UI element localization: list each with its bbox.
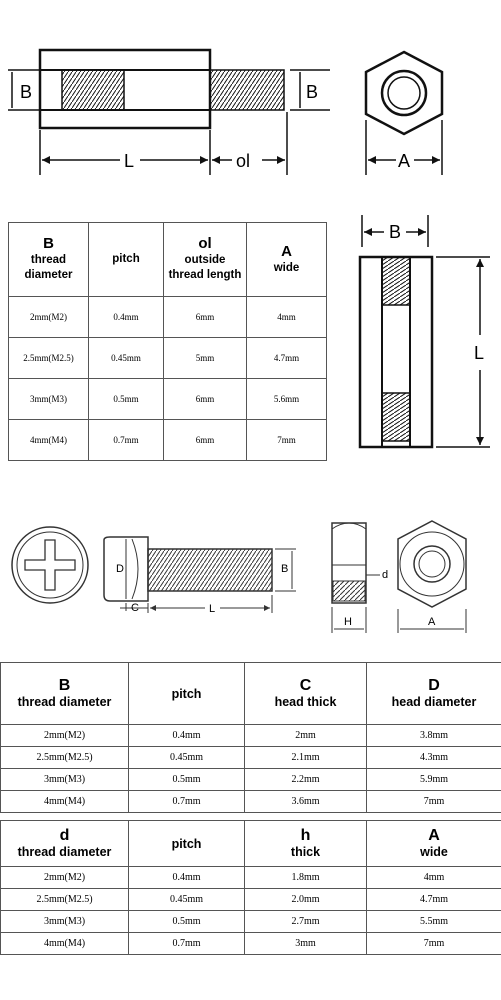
label-l: L <box>124 151 134 171</box>
hex-top-view <box>364 50 444 136</box>
label-b: B <box>389 222 401 242</box>
phillips-cross-icon <box>24 539 76 591</box>
standoff-female-diagram: B L <box>358 215 490 449</box>
internal-thread <box>61 69 125 111</box>
label-a: A <box>428 616 436 628</box>
label-b-right: B <box>306 82 318 102</box>
nut-top-view <box>397 520 467 608</box>
label-h: H <box>344 616 352 628</box>
screw-thread <box>147 548 273 592</box>
header-cell: pitch <box>88 222 164 297</box>
screw-head-side <box>103 536 149 602</box>
label-c: C <box>131 602 139 614</box>
external-thread <box>209 69 285 111</box>
label-b: B <box>281 563 288 575</box>
standoff-side-diagram: B B L ol A <box>8 48 444 175</box>
label-d-nut: d <box>382 569 388 581</box>
screw-head-top <box>11 526 89 604</box>
label-d: D <box>116 563 124 575</box>
label-ol: ol <box>236 151 250 171</box>
label-l: L <box>474 343 484 363</box>
label-l: L <box>209 603 215 615</box>
screw-nut-diagram: D B C L d H A <box>11 520 467 633</box>
label-a: A <box>398 151 410 171</box>
label-b-left: B <box>20 82 32 102</box>
